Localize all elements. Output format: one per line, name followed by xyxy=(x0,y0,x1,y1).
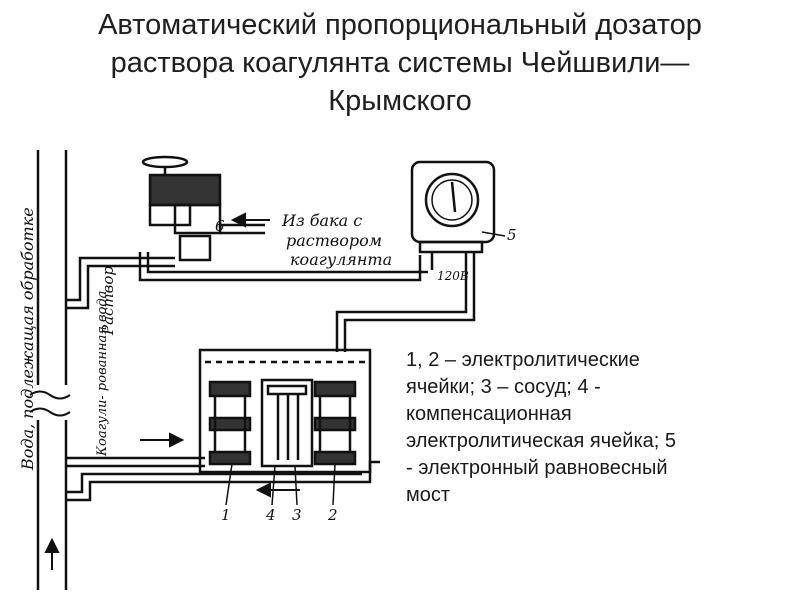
legend-line-3: компенсационная xyxy=(406,403,572,425)
vessel-and-compensation-cell xyxy=(260,378,314,468)
label-solution: Раствор xyxy=(99,266,117,336)
label-voltage: 120В xyxy=(437,269,469,283)
label-number-1: 1 xyxy=(221,506,231,524)
electronic-bridge xyxy=(335,160,496,352)
label-number-6: 6 xyxy=(215,217,225,235)
title-line-3: Крымского xyxy=(328,85,472,117)
title-line-2: раствора коагулянта системы Чейшвили— xyxy=(110,47,690,79)
cell-enclosure xyxy=(198,348,372,474)
dosing-valve-assembly xyxy=(138,155,428,282)
legend-line-4: электролитическая ячейка; 5 xyxy=(406,430,677,452)
legend-line-2: ячейки; 3 – сосуд; 4 - xyxy=(406,376,601,398)
label-number-4: 4 xyxy=(265,506,276,524)
legend-line-1: 1, 2 – электролитические xyxy=(406,349,640,371)
label-pipe-left: Вода, подлежащая обработке xyxy=(18,207,37,471)
legend-text: 1, 2 – электролитические ячейки; 3 – сос… xyxy=(406,347,786,509)
title-line-1: Автоматический пропорциональный дозатор xyxy=(98,9,702,41)
solution-tube xyxy=(66,256,175,310)
leader-lines xyxy=(225,231,506,506)
flow-arrows xyxy=(44,212,300,570)
legend-line-6: мост xyxy=(406,484,451,506)
legend-line-5: - электронный равновесный xyxy=(406,457,668,479)
label-coagulated-water: Коагули- рованная вода xyxy=(95,291,110,457)
label-from-tank-1: Из бака с xyxy=(281,211,362,230)
label-number-3: 3 xyxy=(292,506,302,524)
label-number-2: 2 xyxy=(327,506,338,524)
label-from-tank-2: раствором xyxy=(286,231,382,250)
electrolytic-cell-1 xyxy=(208,380,252,466)
main-water-pipe xyxy=(29,150,71,590)
diagram-title: Автоматический пропорциональный дозатор … xyxy=(0,6,800,120)
electrolytic-cell-2 xyxy=(313,380,357,466)
label-number-5: 5 xyxy=(507,226,517,244)
label-from-tank-3: коагулянта xyxy=(290,250,392,269)
coagulated-water-tube xyxy=(66,456,205,468)
